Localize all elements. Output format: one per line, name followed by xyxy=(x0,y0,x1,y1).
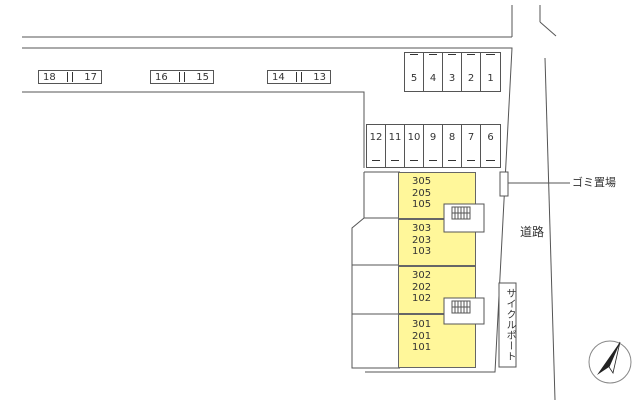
parking-boundary xyxy=(22,91,365,168)
garbage-label: ゴミ置場 xyxy=(572,176,616,189)
parking-slot: 2 xyxy=(462,53,481,91)
parking-row-middle: 12 11 10 9 8 7 6 xyxy=(366,124,501,168)
parking-slot: 7 xyxy=(462,125,481,167)
stairs-icon xyxy=(443,297,485,325)
parking-label-16-15: 16 15 xyxy=(150,70,214,84)
parking-slot: 3 xyxy=(443,53,462,91)
parking-slot: 5 xyxy=(405,53,424,91)
unit-number: 301 xyxy=(412,319,432,330)
parking-label-18-17: 18 17 xyxy=(38,70,102,84)
parking-number: 14 xyxy=(272,72,285,83)
road-curve-b xyxy=(539,21,557,37)
stairs-icon xyxy=(443,203,485,233)
parking-slot: 11 xyxy=(386,125,405,167)
unit-number: 101 xyxy=(412,342,432,353)
parking-number: 17 xyxy=(84,72,97,83)
parking-slot: 6 xyxy=(481,125,500,167)
unit-number: 103 xyxy=(412,246,432,257)
parking-slot: 10 xyxy=(405,125,424,167)
site-boundary xyxy=(22,47,513,373)
unit-number: 105 xyxy=(412,199,432,210)
garbage-box xyxy=(499,171,509,197)
unit-number: 203 xyxy=(412,234,432,246)
unit-number: 102 xyxy=(412,293,432,304)
parking-slot: 4 xyxy=(424,53,443,91)
unit-number: 205 xyxy=(412,187,432,199)
unit-number: 202 xyxy=(412,281,432,293)
parking-label-14-13: 14 13 xyxy=(267,70,331,84)
unit-number: 201 xyxy=(412,330,432,342)
cycle-port-box xyxy=(498,282,517,368)
cycle-port-label: サイクルポート xyxy=(504,288,515,362)
building-outline xyxy=(351,172,400,369)
parking-slot: 9 xyxy=(424,125,443,167)
parking-number: 15 xyxy=(196,72,209,83)
north-arrow-icon xyxy=(588,340,632,384)
unit-number: 302 xyxy=(412,270,432,281)
parking-slot: 12 xyxy=(367,125,386,167)
unit-number: 303 xyxy=(412,223,432,234)
parking-number: 13 xyxy=(313,72,326,83)
road-label: 道路 xyxy=(520,225,545,239)
parking-number: 18 xyxy=(43,72,56,83)
parking-slot: 8 xyxy=(443,125,462,167)
parking-number: 16 xyxy=(155,72,168,83)
road-edge-right xyxy=(544,57,556,401)
parking-row-top-right: 5 4 3 2 1 xyxy=(404,52,501,92)
unit-number: 305 xyxy=(412,176,432,187)
parking-slot: 1 xyxy=(481,53,500,91)
